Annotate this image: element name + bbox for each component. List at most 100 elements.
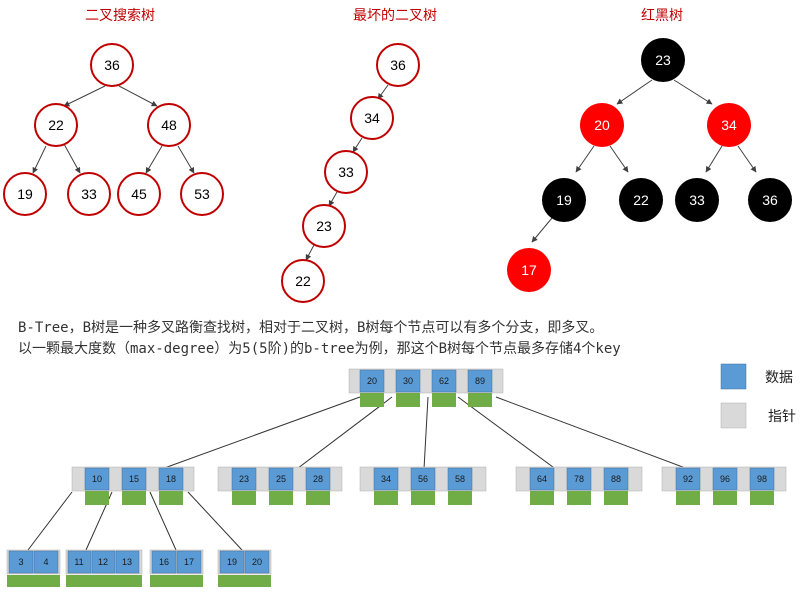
bst-node: 19 [3,172,47,216]
svg-text:19: 19 [227,557,237,567]
btree-pointer [676,491,700,505]
rbt-nodes: 23 20 34 19 22 33 36 17 [507,38,792,292]
btree-pointer [218,575,271,587]
svg-text:10: 10 [92,474,102,484]
rbt-title: 红黑树 [641,8,683,24]
svg-text:19: 19 [556,192,572,208]
svg-text:92: 92 [683,474,693,484]
legend-pointer-label: 指针 [768,409,796,425]
btree-key: 10 [84,467,110,491]
btree-leaf-node: 11 12 13 [65,549,143,587]
btree-key: 98 [749,467,775,491]
btree-key: 56 [410,467,436,491]
svg-text:96: 96 [720,474,730,484]
btree-key: 13 [115,550,140,574]
btree-key: 92 [675,467,701,491]
btree-leaf-node: 3 4 [6,549,61,587]
btree-pointer [567,491,591,505]
btree-level1-node: 23 25 28 [217,466,343,505]
svg-text:3: 3 [18,557,23,567]
worst-tree-title: 最坏的二叉树 [353,8,437,24]
btree-description-line1: B-Tree，B树是一种多叉路衡查找树，相对于二叉树，B树每个节点可以有多个分支… [18,319,603,336]
svg-text:12: 12 [98,557,108,567]
btree-pointer [269,491,293,505]
svg-text:23: 23 [316,218,332,234]
btree-pointer [411,491,435,505]
worst-node: 33 [324,150,368,194]
worst-nodes: 36 34 33 23 22 [281,43,420,303]
btree-key: 96 [712,467,738,491]
btree-key: 30 [395,369,421,393]
svg-text:16: 16 [159,557,169,567]
svg-text:17: 17 [184,557,194,567]
svg-text:56: 56 [418,474,428,484]
worst-node: 23 [302,204,346,248]
bst-node: 33 [67,172,111,216]
btree-pointer [7,575,60,587]
rbt-node-black: 23 [641,38,685,82]
btree-pointer [432,393,456,407]
btree-key: 20 [244,550,270,574]
rbt-node-black: 22 [619,178,663,222]
bst-node: 36 [90,43,134,87]
btree-leaf-node: 19 20 [217,549,272,587]
svg-text:23: 23 [655,52,671,68]
btree-pointer [150,575,203,587]
svg-text:36: 36 [390,57,406,73]
svg-text:88: 88 [611,474,621,484]
svg-text:20: 20 [252,557,262,567]
worst-edges [305,84,389,261]
btree-pointer [360,393,384,407]
svg-text:36: 36 [762,192,778,208]
btree-key: 88 [603,467,629,491]
btree-pointer [66,575,142,587]
btree-leaf-node: 16 17 [149,549,204,587]
svg-text:34: 34 [364,110,380,126]
btree-level1-node: 34 56 58 [359,466,487,505]
btree-key: 78 [566,467,592,491]
svg-text:33: 33 [81,186,97,202]
svg-text:23: 23 [239,474,249,484]
svg-text:18: 18 [166,474,176,484]
worst-node: 34 [350,96,394,140]
svg-text:20: 20 [367,376,377,386]
btree-key: 20 [359,369,385,393]
btree-key: 25 [268,467,294,491]
btree-key: 12 [91,550,116,574]
rbt-node-red: 20 [580,103,624,147]
btree-description-line2: 以一颗最大度数（max-degree）为5(5阶)的b-tree为例，那这个B树… [18,340,621,357]
svg-text:62: 62 [439,376,449,386]
svg-text:36: 36 [104,57,120,73]
btree-key: 19 [219,550,245,574]
bst-node: 22 [34,103,78,147]
svg-text:20: 20 [594,117,610,133]
btree-key: 62 [431,369,457,393]
svg-text:45: 45 [131,186,147,202]
btree-pointer [122,491,146,505]
bst-node: 48 [147,103,191,147]
rbt-node-red: 34 [707,103,751,147]
btree-pointer [604,491,628,505]
btree-key: 64 [529,467,555,491]
legend-pointer-swatch [720,402,747,429]
btree-key: 11 [67,550,92,574]
svg-text:98: 98 [757,474,767,484]
btree-key: 3 [8,550,34,574]
btree-pointer [159,491,183,505]
btree-key: 28 [305,467,331,491]
rbt-node-black: 19 [542,178,586,222]
rbt-edges [531,79,757,243]
btree-key: 4 [33,550,59,574]
btree-pointer [396,393,420,407]
svg-text:58: 58 [455,474,465,484]
bst-title: 二叉搜索树 [85,7,155,24]
btree-pointer [448,491,472,505]
btree-key: 17 [176,550,202,574]
svg-text:22: 22 [295,273,311,289]
btree-pointer [750,491,774,505]
svg-text:48: 48 [161,117,177,133]
svg-text:64: 64 [537,474,547,484]
svg-text:22: 22 [633,192,649,208]
bst-node: 45 [117,172,161,216]
